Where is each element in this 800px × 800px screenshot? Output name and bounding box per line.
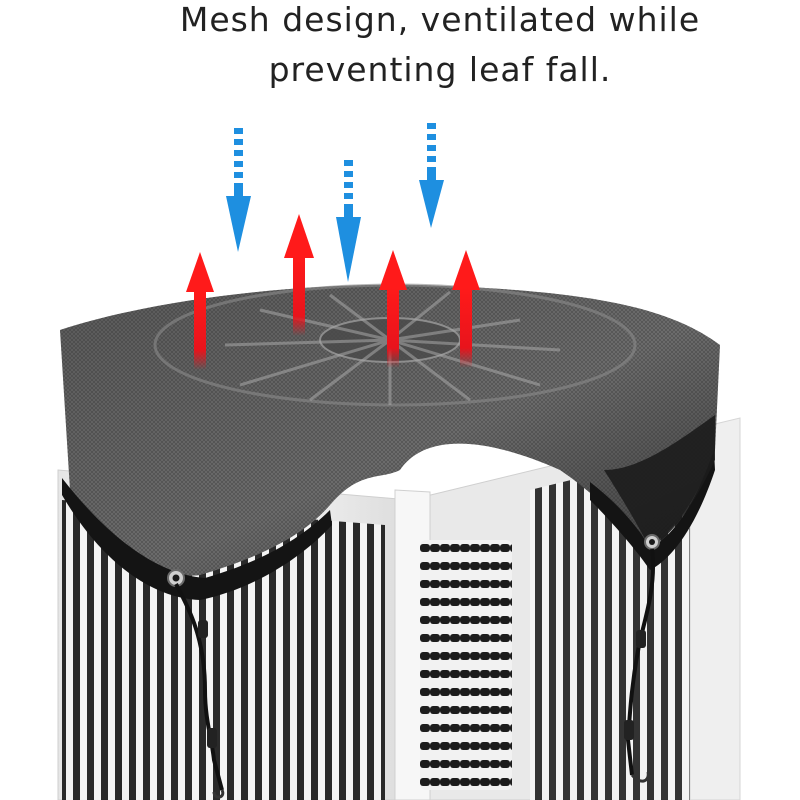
hem-right: [590, 450, 715, 570]
caption-line-2: preventing leaf fall.: [268, 50, 612, 89]
up-arrow-icon: [186, 252, 214, 370]
up-arrow-icon: [284, 214, 314, 336]
caption-line-1: Mesh design, ventilated while: [179, 0, 701, 39]
up-arrow-icon: [452, 250, 480, 368]
fastener-left: [167, 569, 225, 799]
center-louvres: [420, 540, 512, 790]
fan-spokes: [224, 290, 561, 405]
down-arrow-icon: [419, 123, 444, 228]
down-arrow-icon: [226, 128, 251, 252]
cool-air-arrows: [226, 123, 444, 282]
up-arrow-icon: [379, 250, 407, 368]
down-arrow-icon: [336, 160, 361, 282]
hot-air-arrows: [186, 214, 480, 370]
hem-left: [62, 478, 332, 600]
caption: Mesh design, ventilated while preventing…: [0, 0, 800, 110]
fastener-right: [624, 534, 660, 783]
